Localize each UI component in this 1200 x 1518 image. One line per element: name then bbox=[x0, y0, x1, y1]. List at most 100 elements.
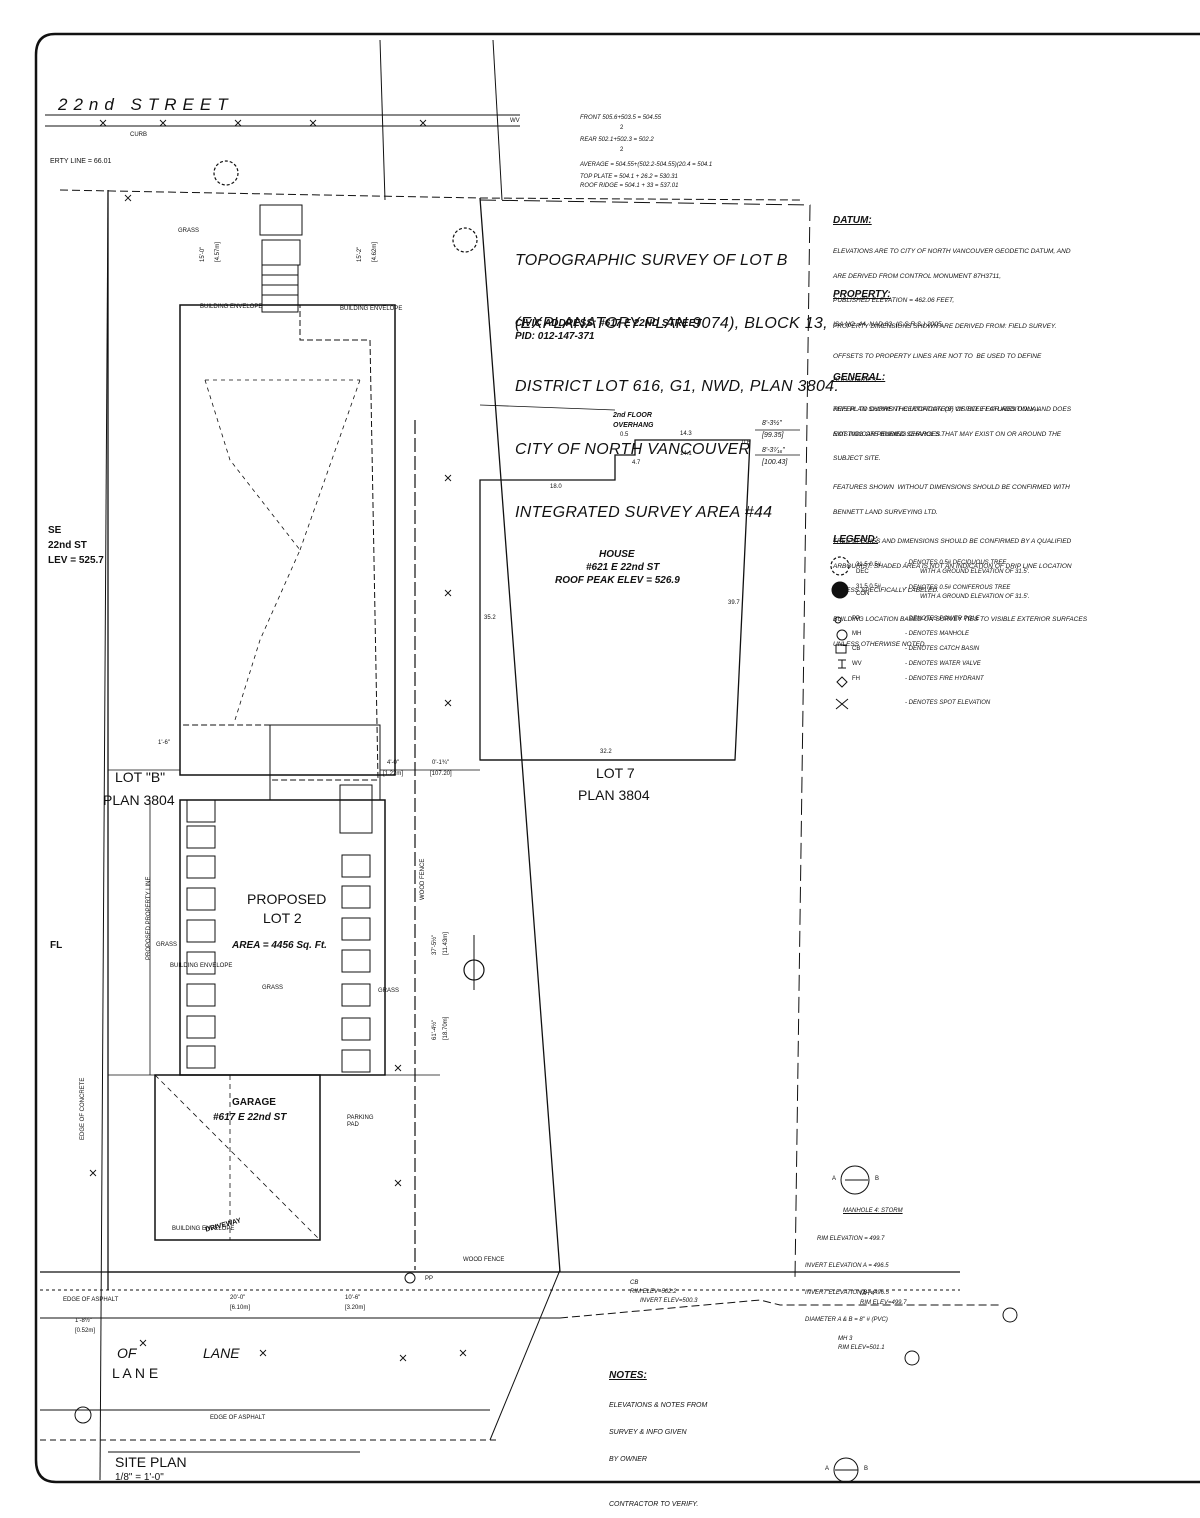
cb-label: CB bbox=[630, 1280, 639, 1286]
dim-1-8: 1'-8½" bbox=[75, 1318, 92, 1324]
wv-label: WV bbox=[510, 118, 520, 124]
house-address: #621 E 22nd ST bbox=[586, 562, 660, 573]
legend-text2-dec: WITH A GROUND ELEVATION OF 31.5'. bbox=[920, 569, 1030, 575]
manhole-line: INVERT ELEVATION B = 496.5 bbox=[805, 1290, 889, 1296]
power-pole-icon bbox=[834, 616, 842, 624]
cb-rim: RIM ELEV=502.2 bbox=[630, 1289, 677, 1295]
dim-18-0: 18.0 bbox=[550, 484, 562, 490]
garage-address: #617 E 22nd ST bbox=[213, 1112, 287, 1123]
general-line: THIS PLAN SHOWS THE LOCATION OF VISIBLE … bbox=[833, 406, 1072, 414]
neighbour-street: 22nd ST bbox=[48, 540, 87, 551]
setback-2m: [100.43] bbox=[762, 459, 788, 466]
overhang-label-1: 2nd FLOOR bbox=[613, 412, 652, 419]
manhole-details: RIM ELEVATION = 499.7 INVERT ELEVATION A… bbox=[805, 1217, 889, 1334]
property-line: EXISTING OR PENDING CHARGES. bbox=[833, 430, 943, 438]
legend-text2-con: WITH A GROUND ELEVATION OF 31.5'. bbox=[920, 594, 1030, 600]
title-line: DISTRICT LOT 616, G1, NWD, PLAN 3804. bbox=[515, 378, 840, 395]
legend-sym-dec: 31.5 0.5# DEC bbox=[856, 562, 882, 575]
datum-line: ARE DERIVED FROM CONTROL MONUMENT 87H371… bbox=[833, 272, 1002, 280]
pid: PID: 012-147-371 bbox=[515, 331, 595, 342]
site-plan-title: SITE PLAN bbox=[115, 1454, 187, 1470]
manhole-title: MANHOLE 4: STORM bbox=[843, 1208, 903, 1214]
dim-0-6: 0.6 bbox=[742, 440, 751, 446]
dim-0-52: [0.52m] bbox=[75, 1328, 96, 1334]
neighbour-elev: LEV = 525.7 bbox=[48, 555, 104, 566]
legend-text-fh: - DENOTES FIRE HYDRANT bbox=[905, 676, 984, 682]
dim-3-20: [3.20m] bbox=[345, 1305, 366, 1311]
edge-asphalt-2: EDGE OF ASPHALT bbox=[210, 1415, 266, 1421]
proposed-property-line: PROPOSED PROPERTY LINE bbox=[146, 876, 152, 960]
wood-fence-vert: WOOD FENCE bbox=[420, 858, 426, 900]
edge-concrete: EDGE OF CONCRETE bbox=[80, 1077, 86, 1140]
stepping-stones bbox=[186, 799, 371, 1073]
dim-10-6: 10'-6" bbox=[345, 1295, 361, 1301]
dim-4-7: 4.7 bbox=[632, 460, 641, 466]
property-text: PROPERTY DIMENSIONS SHOWN ARE DERIVED FR… bbox=[833, 307, 1056, 447]
title-line: CITY OF NORTH VANCOUVER bbox=[515, 441, 751, 458]
building-envelope-4: BUILDING ENVELOPE bbox=[172, 1226, 235, 1232]
title-block: TOPOGRAPHIC SURVEY OF LOT B (EXPLANATORY… bbox=[515, 208, 839, 544]
house-roof-elev: ROOF PEAK ELEV = 526.9 bbox=[555, 575, 680, 586]
general-line: BUILDING LOCATION BASED ON SURVEY TIES T… bbox=[833, 616, 1088, 624]
legend-sym-fh: FH bbox=[852, 676, 860, 682]
tree-icon bbox=[213, 160, 239, 186]
dim-15-0: 15'-0" bbox=[200, 246, 206, 262]
legend-text-mh: - DENOTES MANHOLE bbox=[905, 631, 970, 637]
dim-18-70: [18.70m] bbox=[443, 1016, 449, 1040]
notes-heading: NOTES: bbox=[609, 1370, 647, 1381]
legend-text-wv: - DENOTES WATER VALVE bbox=[905, 661, 981, 667]
dim-1-22: [1.22m] bbox=[383, 771, 404, 777]
notes-line: ELEVATIONS & NOTES FROM bbox=[609, 1402, 708, 1409]
general-heading: GENERAL: bbox=[833, 372, 886, 383]
pp-icon bbox=[404, 1272, 416, 1284]
manhole-a-icon bbox=[840, 1165, 870, 1195]
lot-b-boundary bbox=[107, 190, 561, 1290]
spot-elevations bbox=[89, 119, 467, 1362]
garage-label: GARAGE bbox=[232, 1097, 276, 1108]
legend-text-con: - DENOTES 0.5# CONIFEROUS TREE bbox=[905, 585, 1011, 591]
general-line: BENNETT LAND SURVEYING LTD. bbox=[833, 508, 938, 516]
wood-fence-label: WOOD FENCE bbox=[463, 1257, 505, 1263]
property-heading: PROPERTY: bbox=[833, 289, 891, 300]
legend-sym-cb: CB bbox=[852, 646, 861, 652]
dim-61-4: 61'-4½" bbox=[432, 1019, 438, 1040]
neighbour-fl: FL bbox=[50, 940, 63, 951]
pp-label: PP bbox=[425, 1276, 434, 1282]
dim-6-10: [6.10m] bbox=[230, 1305, 251, 1311]
datum-heading: DATUM: bbox=[833, 215, 872, 226]
legend-heading: LEGEND: bbox=[833, 534, 878, 545]
manhole-line: INVERT ELEVATION A = 496.5 bbox=[805, 1263, 889, 1269]
property-line: PROPERTY DIMENSIONS SHOWN ARE DERIVED FR… bbox=[833, 323, 1057, 331]
general-line: TREE SPECIES AND DIMENSIONS SHOULD BE CO… bbox=[833, 538, 1072, 546]
datum-line: ISA NO. 44, NAD 83, (C.S.R.S.) 2005. bbox=[833, 321, 944, 329]
dim-14-3: 14.3 bbox=[680, 431, 692, 437]
dim-0-1: 0'-1¾" bbox=[432, 760, 449, 766]
general-line: NOT INDICATE BURIED SERVICES THAT MAY EX… bbox=[833, 430, 1062, 438]
general-line: FEATURES SHOWN WITHOUT DIMENSIONS SHOULD… bbox=[833, 484, 1070, 492]
legend-sym-pp: PP bbox=[852, 616, 861, 622]
grass-label-3: GRASS bbox=[262, 985, 284, 991]
general-line: UNLESS SPECIFICALLY LABELED. bbox=[833, 586, 939, 594]
bottom-a-label: A bbox=[825, 1466, 830, 1472]
house-label: HOUSE bbox=[599, 549, 635, 560]
building-envelope-2: BUILDING ENVELOPE bbox=[340, 306, 403, 312]
calc-top-plate: TOP PLATE = 504.1 + 26.2 = 530.31 bbox=[580, 174, 678, 180]
dim-0-5: 0.5 bbox=[620, 432, 629, 438]
proposed-label: PROPOSED bbox=[247, 891, 327, 907]
title-line: INTEGRATED SURVEY AREA #44 bbox=[515, 504, 773, 521]
grass-label-4: GRASS bbox=[378, 988, 400, 994]
manhole-line: RIM ELEVATION = 499.7 bbox=[817, 1236, 885, 1242]
legend-text-pp: - DENOTES POWER POLE bbox=[905, 616, 980, 622]
lane-of: OF bbox=[117, 1345, 137, 1361]
water-valve-icon bbox=[838, 659, 846, 669]
general-line: UNLESS OTHERWISE NOTED. bbox=[833, 640, 927, 648]
calc-rear-den: 2 bbox=[620, 147, 624, 153]
title-line: (EXPLANATORY PLAN 9074), BLOCK 13, bbox=[515, 315, 828, 332]
manhole-b-label: B bbox=[875, 1176, 880, 1182]
legend-sym-wv: WV bbox=[852, 661, 862, 667]
dim-11-43: [11.43m] bbox=[443, 932, 449, 955]
dim-4-62: [4.62m] bbox=[372, 241, 378, 262]
setback-1m: [99.35] bbox=[762, 432, 784, 439]
parking-pad: PARKING PAD bbox=[347, 1115, 374, 1128]
